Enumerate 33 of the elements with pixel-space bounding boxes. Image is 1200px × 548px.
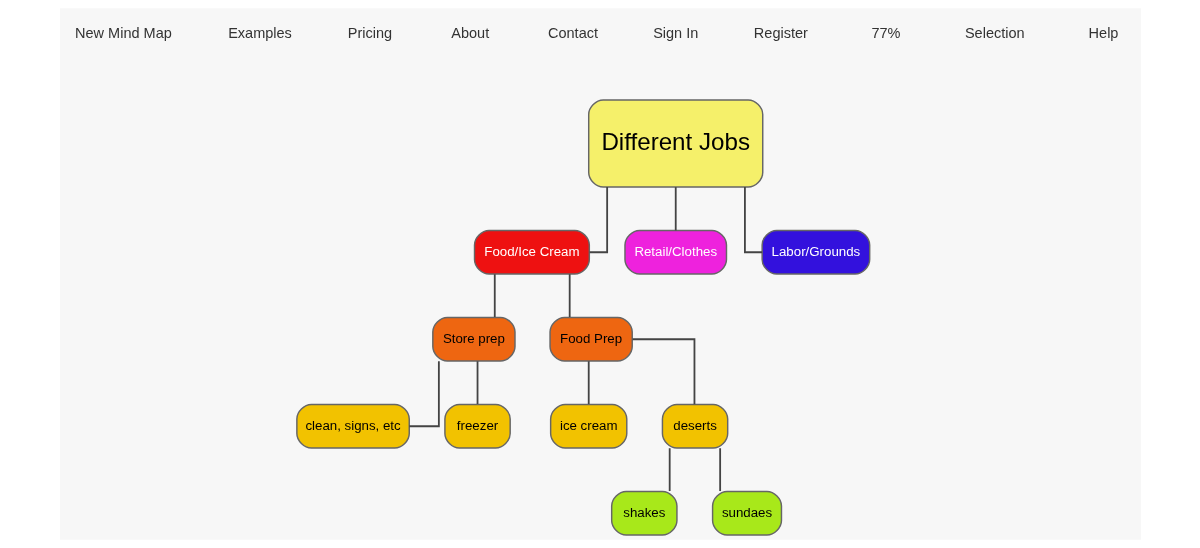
node-box: Labor/Grounds: [760, 229, 870, 275]
node-box: Food Prep: [548, 316, 633, 362]
connector: [407, 360, 440, 428]
label: Register: [753, 25, 808, 42]
node-box: Food/Ice Cream: [473, 229, 590, 275]
connector: [476, 360, 478, 405]
connector: [674, 186, 677, 232]
node-box: shakes: [610, 490, 678, 536]
label: Examples: [227, 25, 292, 42]
connector: [587, 360, 590, 405]
connector: [631, 338, 695, 406]
node-box: deserts: [661, 403, 728, 449]
label: About: [450, 25, 489, 42]
connector: [588, 186, 608, 254]
node-box: Different Jobs: [587, 99, 763, 188]
connector: [718, 447, 721, 492]
label: Contact: [547, 25, 598, 42]
node-box: Retail/Clothes: [623, 229, 727, 275]
node-box: ice cream: [549, 403, 627, 449]
node-box: clean, signs, etc: [295, 403, 410, 449]
label: Pricing: [347, 25, 392, 42]
connector: [668, 447, 671, 492]
node-box: sundaes: [711, 490, 782, 536]
label: Selection: [964, 25, 1025, 42]
label: 77%: [870, 25, 901, 42]
connector: [493, 273, 496, 318]
label: New Mind Map: [74, 25, 172, 42]
label: Sign In: [652, 25, 698, 42]
label: Help: [1088, 25, 1118, 42]
connector: [743, 186, 763, 254]
connector: [568, 273, 571, 318]
node-box: freezer: [443, 403, 511, 449]
node-box: Store prep: [431, 316, 516, 362]
